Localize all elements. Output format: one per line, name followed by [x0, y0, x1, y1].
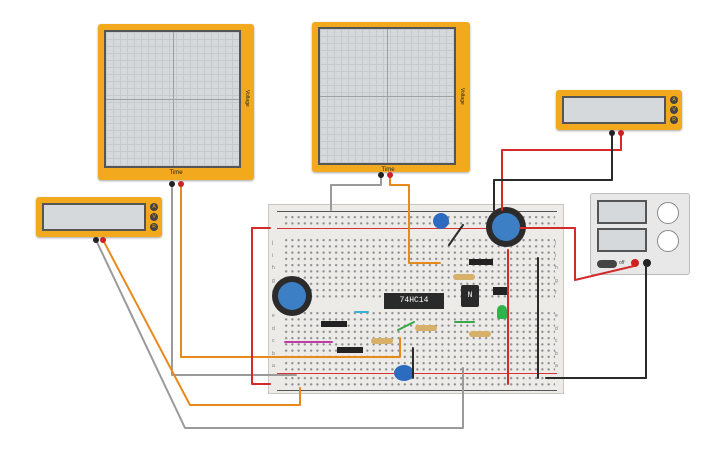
capacitor-top[interactable]	[433, 213, 449, 229]
multimeter-left-button-v[interactable]: V	[150, 213, 158, 221]
multimeter-left-button-r[interactable]: R	[150, 223, 158, 231]
multimeter-right-button-a[interactable]: A	[670, 96, 678, 104]
potentiometer-left[interactable]	[272, 276, 312, 316]
multimeter-left-display	[42, 203, 146, 231]
diode-3[interactable]	[469, 259, 493, 265]
breadboard-bottom-rail-red	[277, 373, 557, 374]
multimeter-right-display	[562, 96, 666, 124]
multimeter-left-button-a[interactable]: A	[150, 203, 158, 211]
ic-74hc14[interactable]: 74HC14	[384, 293, 444, 309]
oscilloscope-middle[interactable]: Time Voltage	[312, 22, 470, 173]
scope-mid-probe-red[interactable]	[387, 172, 393, 178]
psu-switch-label: off	[619, 260, 625, 266]
resistor-1[interactable]	[453, 274, 475, 280]
scope-mid-probe-gray[interactable]	[378, 172, 384, 178]
resistor-3[interactable]	[469, 331, 491, 337]
breadboard-bottom-rail-holes	[283, 375, 555, 388]
psu-display-bottom	[597, 228, 647, 252]
oscilloscope-middle-screen	[318, 27, 456, 165]
resistor-4[interactable]	[371, 338, 393, 344]
psu-voltage-knob[interactable]	[657, 202, 679, 224]
power-supply[interactable]: off	[590, 193, 690, 275]
meter-right-probe-red[interactable]	[618, 130, 624, 136]
oscilloscope-left[interactable]: Time Voltage	[98, 24, 254, 180]
diode-2[interactable]	[337, 347, 363, 353]
diode-1[interactable]	[321, 321, 347, 327]
ic-label: 74HC14	[399, 296, 429, 305]
meter-left-probe-black[interactable]	[93, 237, 99, 243]
breadboard-upper-terminal-holes	[283, 237, 555, 299]
scope-left-probe-red[interactable]	[178, 181, 184, 187]
multimeter-right-button-r[interactable]: R	[670, 116, 678, 124]
capacitor-bottom[interactable]	[394, 365, 414, 381]
meter-left-probe-red[interactable]	[100, 237, 106, 243]
multimeter-right[interactable]: A V R	[556, 90, 682, 130]
transistor-label: N	[467, 291, 473, 300]
diode-4[interactable]	[493, 287, 509, 295]
oscilloscope-left-time-label: Time	[169, 170, 183, 176]
resistor-2[interactable]	[415, 325, 437, 331]
psu-current-knob[interactable]	[657, 230, 679, 252]
meter-right-probe-black[interactable]	[609, 130, 615, 136]
psu-terminal-positive[interactable]	[631, 259, 639, 267]
psu-terminal-negative[interactable]	[643, 259, 651, 267]
oscilloscope-left-voltage-label: Voltage	[244, 90, 250, 107]
multimeter-left[interactable]: A V R	[36, 197, 162, 237]
psu-power-switch[interactable]	[597, 260, 617, 268]
led-green[interactable]	[497, 305, 507, 319]
oscilloscope-left-screen	[104, 30, 241, 168]
scope-left-probe-gray[interactable]	[169, 181, 175, 187]
breadboard-lower-terminal-holes	[283, 310, 555, 372]
breadboard-bottom-rail-blue	[277, 390, 557, 391]
multimeter-right-button-v[interactable]: V	[670, 106, 678, 114]
oscilloscope-middle-voltage-label: Voltage	[459, 88, 465, 105]
oscilloscope-middle-time-label: Time	[381, 167, 395, 173]
psu-display-top	[597, 200, 647, 224]
potentiometer-right[interactable]	[486, 207, 526, 247]
transistor-npn[interactable]: N	[461, 285, 479, 307]
